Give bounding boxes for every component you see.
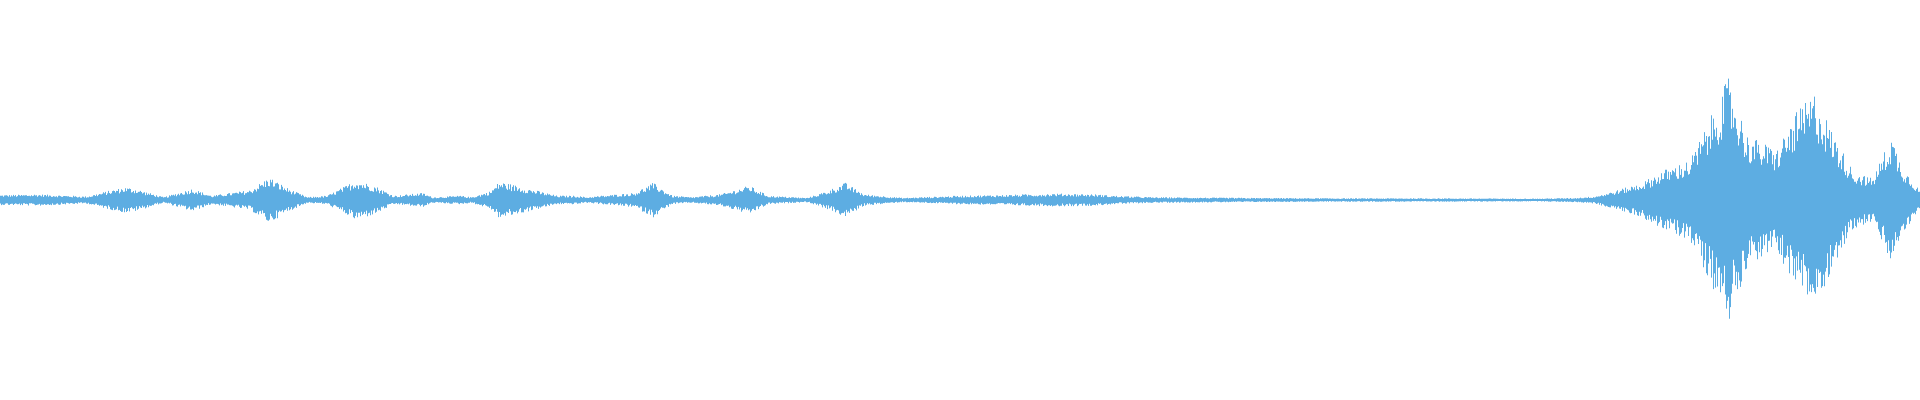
waveform-samples xyxy=(0,78,1920,319)
waveform-path xyxy=(0,78,1920,319)
